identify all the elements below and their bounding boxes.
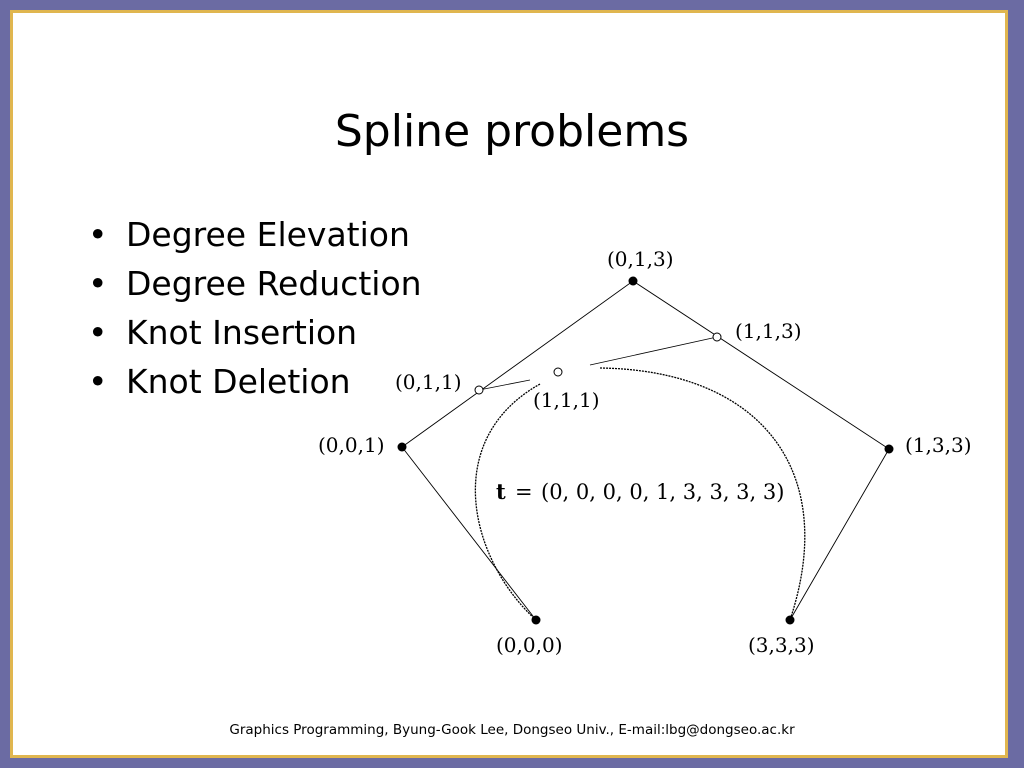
control-polygon — [401, 280, 890, 621]
point-label: (0,0,0) — [496, 633, 563, 657]
point-label: (0,1,1) — [395, 370, 462, 394]
bullet-text: Degree Elevation — [126, 215, 410, 254]
knot-vector-label: t — [496, 479, 506, 504]
point-label: (1,3,3) — [905, 433, 972, 457]
bullet-dot-icon: • — [88, 264, 108, 303]
bullet-item: • Degree Reduction — [88, 259, 422, 308]
inserted-point — [474, 385, 484, 395]
control-point — [531, 615, 541, 625]
inserted-polygon — [478, 379, 531, 391]
bullet-text: Knot Deletion — [126, 362, 351, 401]
inserted-point — [712, 332, 722, 342]
spline-curve — [599, 367, 806, 621]
knot-vector-values: (0, 0, 0, 0, 1, 3, 3, 3, 3) — [541, 480, 784, 504]
control-point — [397, 442, 407, 452]
bullet-dot-icon: • — [88, 215, 108, 254]
control-point — [785, 615, 795, 625]
bullet-dot-icon: • — [88, 362, 108, 401]
control-point — [884, 444, 894, 454]
point-label: (0,1,3) — [607, 247, 674, 271]
knot-vector-equals: = — [515, 480, 533, 504]
bullet-item: • Knot Deletion — [88, 357, 422, 406]
spline-curve — [474, 383, 541, 621]
slide-title: Spline problems — [334, 106, 690, 157]
bullet-dot-icon: • — [88, 313, 108, 352]
bullet-text: Knot Insertion — [126, 313, 358, 352]
inserted-polygon — [589, 336, 718, 366]
bullet-list: • Degree Elevation • Degree Reduction • Kno… — [88, 210, 422, 406]
point-label: (3,3,3) — [748, 633, 815, 657]
bullet-item: • Degree Elevation — [88, 210, 422, 259]
bullet-item: • Knot Insertion — [88, 308, 422, 357]
point-label: (1,1,1) — [533, 388, 600, 412]
control-point — [628, 276, 638, 286]
bullet-text: Degree Reduction — [126, 264, 422, 303]
slide-footer: Graphics Programming, Byung-Gook Lee, Do… — [229, 722, 795, 738]
point-label: (0,0,1) — [318, 433, 385, 457]
point-label: (1,1,3) — [735, 319, 802, 343]
inserted-point — [553, 367, 563, 377]
